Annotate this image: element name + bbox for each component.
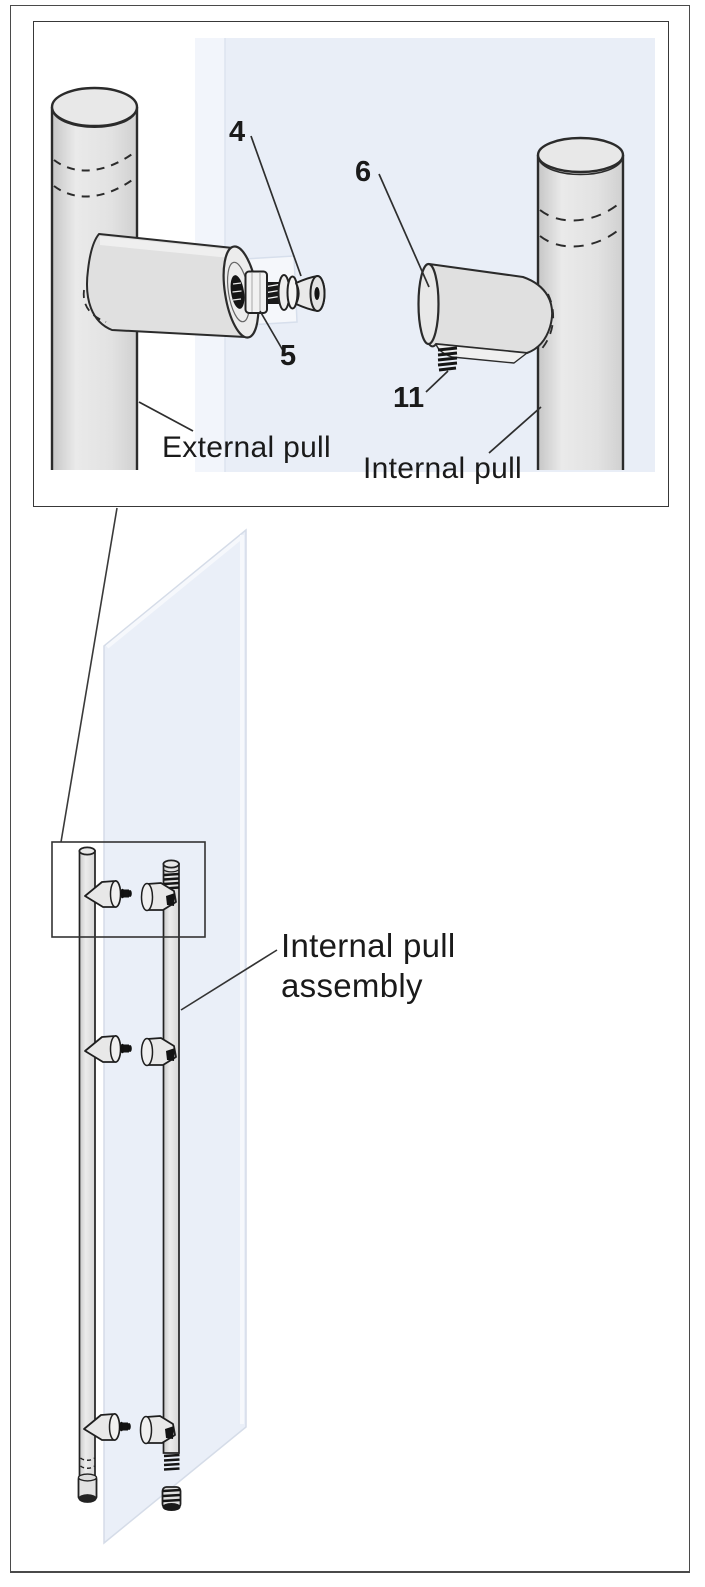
internal-pull-mount xyxy=(417,262,555,372)
hidden-joint-line xyxy=(539,201,622,222)
tube-end-cap xyxy=(50,86,139,128)
hidden-joint-line xyxy=(53,151,136,172)
rod-adjustable-foot xyxy=(161,1486,182,1511)
rod-bottom-cap xyxy=(77,1473,98,1503)
rod-bottom-thread xyxy=(163,1453,180,1471)
external-pull-mount xyxy=(82,233,260,339)
rod-top-thread xyxy=(163,872,180,890)
callout-4: 4 xyxy=(229,116,246,148)
page-border xyxy=(10,5,690,1573)
grub-screw-spring xyxy=(437,346,458,372)
hex-nut xyxy=(244,270,268,314)
callout-11: 11 xyxy=(393,382,425,414)
callout-6: 6 xyxy=(355,156,372,188)
internal-pull-label: Internal pull xyxy=(363,452,522,485)
detail-highlight-box xyxy=(51,841,206,938)
fixing-bolt-set xyxy=(244,270,326,314)
assembly-label-line1: Internal pull xyxy=(281,927,456,964)
internal-pull-assembly-label: Internal pull assembly xyxy=(281,926,456,1006)
external-pull-label: External pull xyxy=(162,431,331,464)
leader-line-6 xyxy=(378,173,430,288)
callout-5: 5 xyxy=(280,340,297,372)
leader-line-4 xyxy=(250,135,302,277)
leader-line-external xyxy=(138,401,194,432)
leader-line-assembly xyxy=(180,949,278,1011)
tube-end-cap xyxy=(536,136,625,174)
leader-line-5 xyxy=(259,310,286,355)
bolt-knob xyxy=(295,275,326,312)
washers xyxy=(277,274,299,311)
external-pull-rod xyxy=(77,846,98,1503)
assembly-label-line2: assembly xyxy=(281,967,423,1004)
detail-connector-line xyxy=(60,507,118,843)
leader-line-11 xyxy=(425,370,449,393)
detail-view-frame xyxy=(33,21,669,507)
internal-pull-rod xyxy=(161,859,182,1511)
leader-line-internal xyxy=(488,406,542,454)
